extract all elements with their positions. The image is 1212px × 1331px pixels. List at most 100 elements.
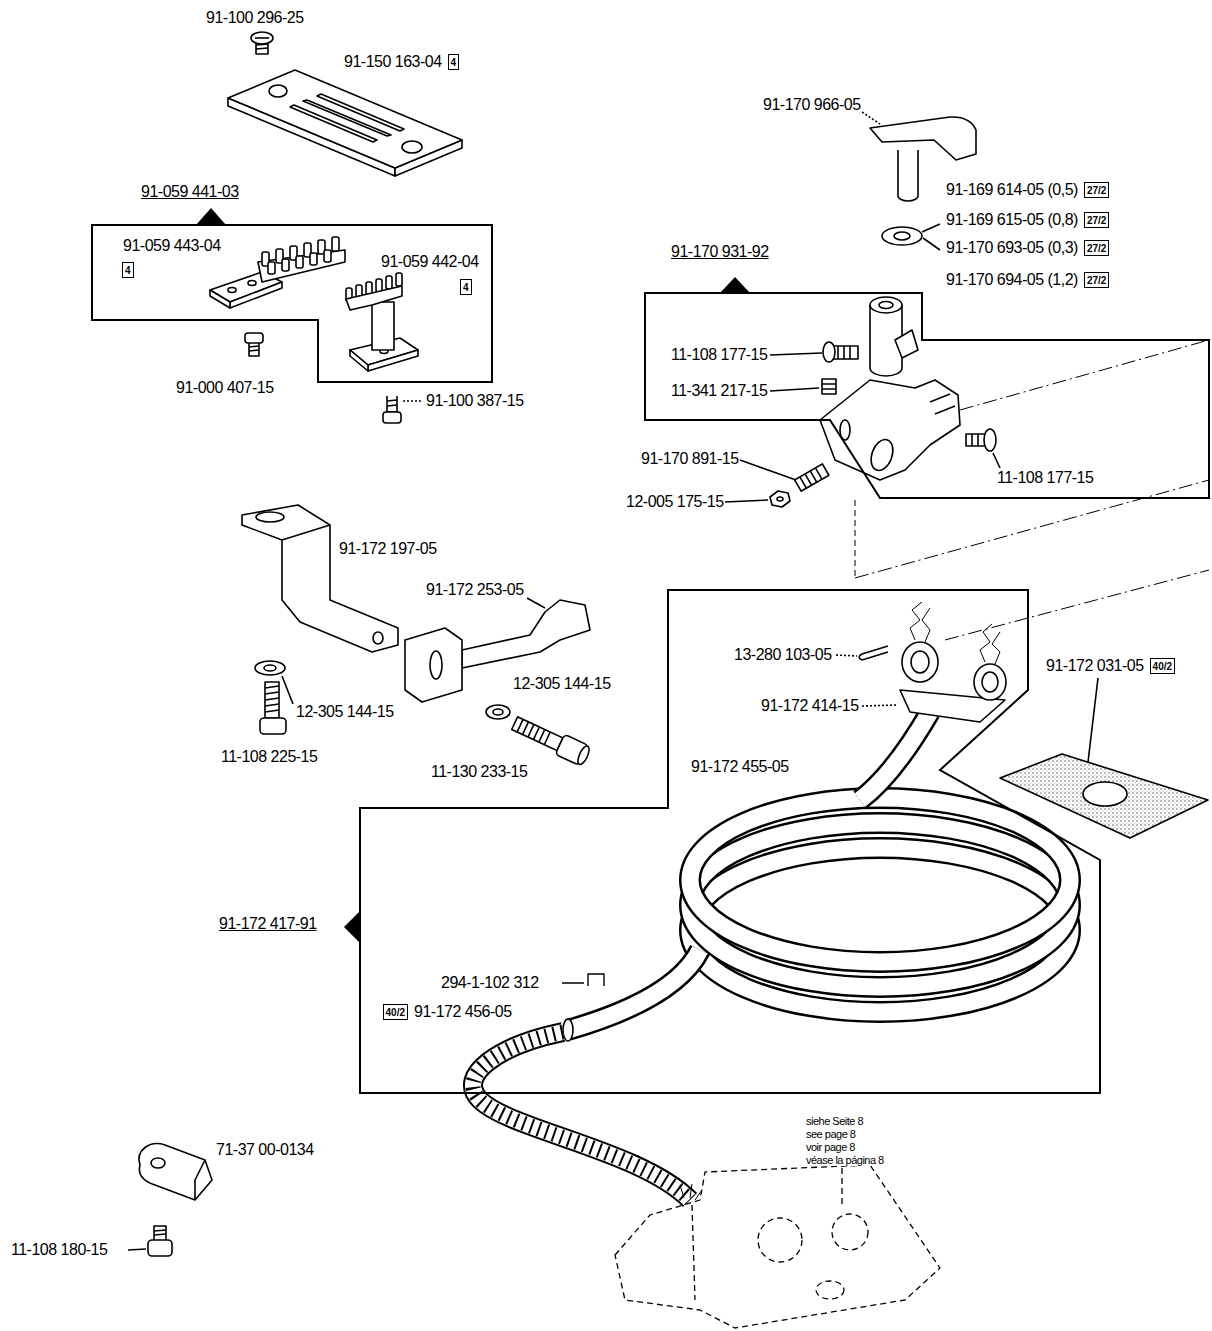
washer [882,227,922,245]
cable-clip [139,1144,212,1200]
feed-dog [230,282,282,308]
page-reference: 4 [451,57,457,68]
cable-tube [860,712,930,800]
washer [894,232,910,240]
tube-end [563,1019,573,1041]
nut [725,491,790,507]
cotter-pin [836,646,888,660]
presser-foot [527,598,545,608]
felt-pad [1083,782,1127,806]
part-number: 91-170 891-15 [640,450,740,468]
base-plate-reference [758,1218,802,1262]
base-plate-reference [832,1214,868,1250]
cable-clamp [980,624,1000,664]
feed-dog [350,350,368,371]
set-screw [822,379,836,394]
base-plate-reference [615,1165,940,1328]
needle-holder [930,394,955,414]
parts-illustration [128,32,1209,1328]
page-reference: 40/2 [1153,661,1172,672]
cable-tube [860,712,930,800]
cable-clamp [974,664,1006,700]
washer [922,224,940,250]
feed-dog [296,256,303,268]
cotter-pin [859,646,888,660]
part-number: 91-150 163-04 [343,53,443,71]
reference-box: 4 [460,279,472,295]
screw [576,745,592,767]
part-number: 12-305 144-15 [512,675,612,693]
guide-line [855,480,1209,578]
page-reference: 27/2 [1087,243,1106,254]
part-number: 91-172 455-05 [690,758,790,776]
braided-cable [473,1032,690,1200]
feed-dog [324,250,331,262]
page-reference: 27/2 [1087,215,1106,226]
page-reference: 4 [463,282,469,293]
nut [725,500,768,502]
screw [984,429,996,451]
washer [486,705,510,719]
base-plate-reference [841,1168,842,1205]
screw [823,342,835,362]
part-number: 91-000 407-15 [175,379,275,397]
needle-holder [840,420,850,440]
screw [128,1249,146,1250]
reference-box: 27/2 [1084,212,1109,228]
reference-box: 40/2 [1150,658,1175,674]
group-outline [360,590,1100,1093]
screw [517,719,550,744]
screw [255,37,269,39]
assembly-number: 91-059 441-03 [140,183,240,201]
guide-line [855,500,856,578]
screw [249,346,259,351]
screw [128,1226,172,1256]
cable-tube [568,712,1070,1030]
screw [795,464,829,491]
cable-clamp [862,705,898,706]
presser-bar-part [242,505,398,652]
feed-dog [210,237,345,308]
cable-tube [690,798,1070,962]
throat-plate [228,70,462,176]
page-reference: 4 [125,265,131,276]
screw [265,682,279,718]
feed-dog [228,288,236,293]
part-number: 71-37 00-0134 [215,1141,315,1159]
needle-holder [879,302,893,309]
part-number: 11-108 177-15 [670,346,768,364]
feed-dog [210,290,230,308]
washer [255,661,285,675]
cotter-pin [836,655,857,656]
feed-dog [386,276,392,289]
feed-dog [346,286,402,310]
needle-holder [820,297,960,480]
leader-line [740,460,796,480]
screw [838,346,850,359]
part-number: 13-280 103-05 [733,646,833,664]
note-text: see page 8 [805,1128,856,1141]
feed-dog [282,259,289,271]
set-screw [770,379,836,394]
part-number: 91-172 253-05 [425,581,525,599]
assembly-number: 91-172 417-91 [218,915,318,933]
screw [832,346,858,359]
part-number: 91-059 443-04 [122,237,222,255]
base-plate-reference [816,1281,844,1299]
part-number: 91-170 693-05 (0,3) [945,239,1079,257]
throat-plate [228,70,462,168]
part-number: 11-130 233-15 [430,763,528,781]
felt-pad [1000,678,1208,838]
nut [770,491,790,507]
cable-clamp [911,651,929,673]
cable-tube [568,950,700,1030]
screw [403,400,421,402]
part-number: 11-108 177-15 [996,469,1094,487]
part-number: 294-1-102 312 [440,974,540,992]
needle-holder [820,380,960,480]
assembly-number: 91-170 931-92 [670,243,770,261]
presser-bar-part [256,512,284,522]
group-marker [720,277,750,293]
presser-foot [462,600,590,668]
